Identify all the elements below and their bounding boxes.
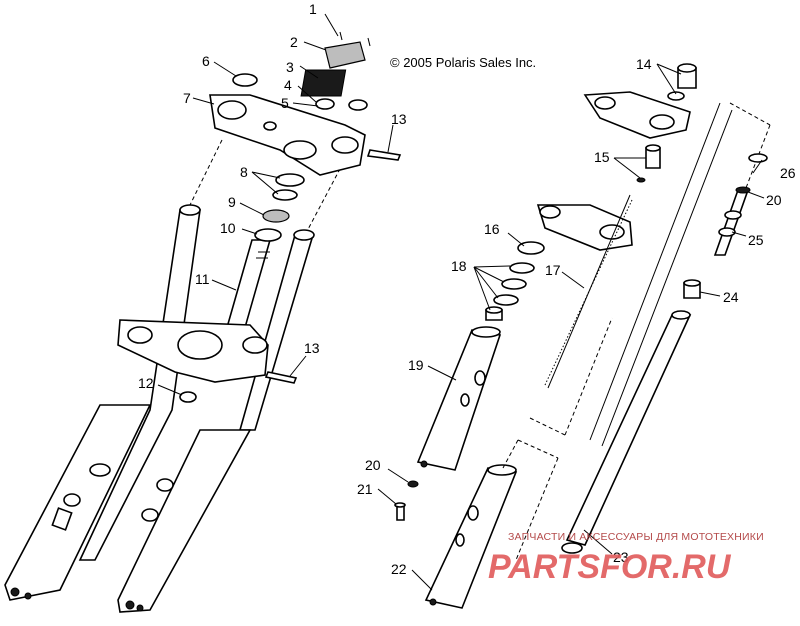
callout-17: 17 bbox=[545, 262, 561, 278]
callout-5: 5 bbox=[281, 95, 289, 111]
leader-lines bbox=[157, 13, 765, 591]
copyright-notice: © 2005 Polaris Sales Inc. bbox=[390, 55, 536, 70]
callout-25: 25 bbox=[748, 232, 764, 248]
callout-numbers: 1 2 3 4 5 6 7 8 9 10 11 12 13 13 14 15 1… bbox=[138, 1, 796, 577]
upper-triple-clamp-right bbox=[583, 91, 691, 139]
damper-rod bbox=[713, 186, 751, 256]
clamp-bolt bbox=[264, 371, 298, 384]
seal-ring bbox=[493, 294, 519, 306]
callout-21: 21 bbox=[357, 481, 373, 497]
callout-24: 24 bbox=[723, 289, 739, 305]
fork-spring bbox=[544, 194, 633, 389]
right-fork-leg bbox=[117, 229, 315, 613]
clamp-bolt bbox=[366, 149, 402, 161]
handlebar-clamp-cap bbox=[324, 31, 371, 69]
clamp-bushing-block bbox=[300, 69, 347, 97]
fork-lower-leg-19 bbox=[416, 326, 502, 471]
fork-outer-tube bbox=[561, 310, 692, 554]
callout-23: 23 bbox=[613, 549, 629, 565]
bearing-seal bbox=[272, 189, 298, 201]
callout-18: 18 bbox=[451, 258, 467, 274]
seal-ring bbox=[509, 262, 535, 274]
callout-13-bottom: 13 bbox=[304, 340, 320, 356]
lower-triple-clamp-right bbox=[536, 204, 633, 251]
callout-12: 12 bbox=[138, 375, 154, 391]
right-fork-internals bbox=[394, 63, 771, 609]
bushing bbox=[315, 98, 335, 110]
callout-20-left: 20 bbox=[365, 457, 381, 473]
callout-7: 7 bbox=[183, 90, 191, 106]
callout-9: 9 bbox=[228, 194, 236, 210]
callout-15: 15 bbox=[594, 149, 610, 165]
upper-triple-clamp bbox=[209, 94, 366, 176]
watermark: ЗАПЧАСТИ И АКСЕССУАРЫ ДЛЯ МОТОТЕХНИКИ PA… bbox=[488, 531, 764, 586]
drain-screw-washer bbox=[407, 480, 419, 488]
callout-16: 16 bbox=[484, 221, 500, 237]
left-fork-leg bbox=[4, 204, 201, 601]
callout-11: 11 bbox=[195, 271, 210, 287]
bushing bbox=[348, 99, 368, 111]
bearing-seal bbox=[275, 173, 305, 187]
fork-lower-leg-22 bbox=[424, 464, 518, 609]
stem-nut bbox=[179, 391, 197, 403]
cap-washer bbox=[232, 73, 258, 87]
callout-20-right: 20 bbox=[766, 192, 782, 208]
watermark-tagline: ЗАПЧАСТИ И АКСЕССУАРЫ ДЛЯ МОТОТЕХНИКИ bbox=[508, 531, 764, 543]
callout-4: 4 bbox=[284, 77, 292, 93]
callout-14: 14 bbox=[636, 56, 652, 72]
left-fork-assembly bbox=[4, 31, 402, 613]
callout-1: 1 bbox=[309, 1, 317, 17]
spacer-oring bbox=[636, 177, 646, 183]
watermark-logo: PARTSFOR.RU bbox=[488, 548, 732, 586]
callout-6: 6 bbox=[202, 53, 210, 69]
callout-22: 22 bbox=[391, 561, 407, 577]
oring-26 bbox=[748, 153, 768, 163]
callout-3: 3 bbox=[286, 59, 294, 75]
cap-oring bbox=[667, 91, 685, 101]
callout-8: 8 bbox=[240, 164, 248, 180]
oil-seal bbox=[517, 241, 545, 255]
bearing-race bbox=[254, 228, 282, 242]
bearing bbox=[262, 209, 290, 223]
seal-ring bbox=[501, 278, 527, 290]
lower-triple-clamp bbox=[117, 319, 269, 383]
callout-19: 19 bbox=[408, 357, 424, 373]
callout-26: 26 bbox=[780, 165, 796, 181]
callout-10: 10 bbox=[220, 220, 236, 236]
callout-13-top: 13 bbox=[391, 111, 407, 127]
callout-2: 2 bbox=[290, 34, 298, 50]
